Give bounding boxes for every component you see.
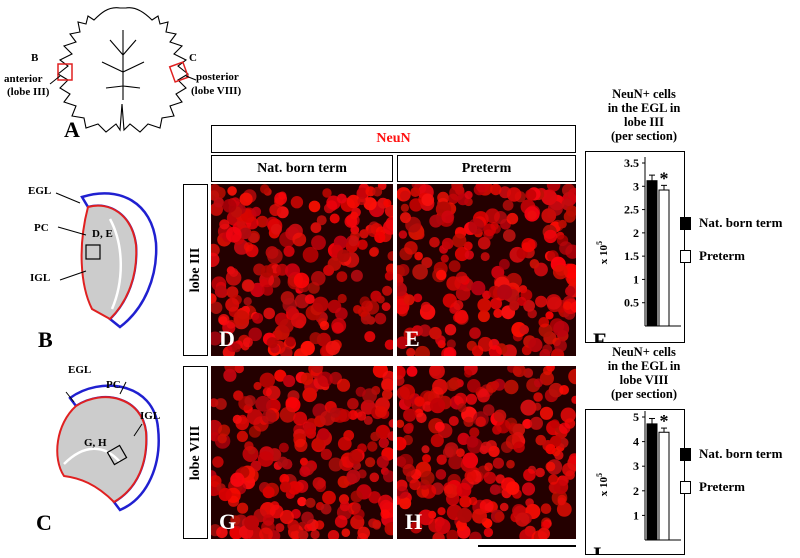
panel-label-e: E <box>405 326 420 351</box>
igl-region <box>80 204 138 321</box>
egl-label-c: EGL <box>68 364 92 376</box>
legend-f-term: Nat. born term <box>680 215 782 231</box>
legend-i-term: Nat. born term <box>680 446 782 462</box>
significance-marker: * <box>660 168 669 188</box>
lobe-iii-caption: (lobe III) <box>7 86 50 98</box>
neun-cells-d <box>211 184 393 356</box>
y-axis-label: x 105 <box>595 241 610 264</box>
y-tick-label: 1 <box>633 508 639 522</box>
igl-label-c: IGL <box>140 410 161 422</box>
panel-label-c: C <box>36 510 52 535</box>
y-tick-label: 1 <box>633 272 639 286</box>
pc-label-b: PC <box>34 222 49 234</box>
y-tick-label: 3 <box>633 459 639 473</box>
chart-panel-label: F <box>593 328 606 343</box>
cell-cluster <box>211 184 393 356</box>
legend-f-preterm: Preterm <box>680 248 745 264</box>
box-c-label: C <box>189 52 197 64</box>
row-label-lobe-iii: lobe III <box>183 184 208 356</box>
significance-marker: * <box>660 411 669 431</box>
igl-label-b: IGL <box>30 272 51 284</box>
panel-label-d: D <box>219 326 235 351</box>
chart-f: 0.5 1 1.5 2 2.5 3 3.5 x 105 * F <box>585 151 685 343</box>
neun-cells-h <box>397 366 576 539</box>
egl-label-b: EGL <box>28 185 52 197</box>
chart-i-title: NeuN+ cells in the EGL in lobe VIII (per… <box>607 345 681 401</box>
chart-frame <box>585 151 685 343</box>
y-tick-label: 1.5 <box>624 249 639 263</box>
y-tick-label: 2.5 <box>624 203 639 217</box>
column-header-term: Nat. born term <box>211 155 393 182</box>
bar-preterm <box>658 189 670 327</box>
y-tick-label: 2 <box>633 226 639 240</box>
cerebellum-outline-diagram <box>57 7 190 133</box>
cell-cluster <box>397 184 576 356</box>
legend-swatch-preterm <box>680 249 691 263</box>
y-tick-label: 0.5 <box>624 296 639 310</box>
y-axis-label: x 105 <box>595 473 610 496</box>
inset-box-b <box>57 63 73 81</box>
panel-label-b: B <box>38 327 53 352</box>
y-tick-label: 3.5 <box>624 156 639 170</box>
stain-header: NeuN <box>211 125 576 153</box>
micrograph-e: E <box>397 184 576 356</box>
legend-swatch-preterm-i <box>680 480 691 494</box>
bar-term <box>646 423 658 541</box>
gh-label: G, H <box>84 437 107 449</box>
legend-i-preterm: Preterm <box>680 479 745 495</box>
inset-box-c <box>168 61 190 83</box>
panel-label-a: A <box>64 117 80 142</box>
y-tick-label: 2 <box>633 484 639 498</box>
y-tick-label: 4 <box>633 435 639 449</box>
lobe-iii-schematic <box>55 192 158 329</box>
legend-swatch-term <box>680 216 691 230</box>
y-tick-label: 5 <box>633 410 639 424</box>
chart-panel-label: I <box>593 542 602 555</box>
lobe-viii-caption: (lobe VIII) <box>191 85 242 97</box>
chart-f-title: NeuN+ cells in the EGL in lobe III (per … <box>607 87 681 143</box>
anterior-posterior-leaders <box>49 75 197 85</box>
inset-box-gh <box>106 444 128 466</box>
scale-bar <box>478 545 576 547</box>
micrograph-h: H <box>397 366 576 539</box>
pc-label-c: PC <box>106 379 121 391</box>
panel-label-h: H <box>405 509 423 534</box>
y-tick-label: 3 <box>633 179 639 193</box>
chart-i: 1 2 3 4 5 x 105 * I <box>585 409 685 555</box>
posterior-label: posterior <box>196 71 239 83</box>
bar-term <box>646 180 658 327</box>
cerebellum-outline <box>57 7 189 133</box>
row-label-lobe-viii: lobe VIII <box>183 366 208 539</box>
legend-swatch-term-i <box>680 447 691 461</box>
box-b-label: B <box>31 52 39 64</box>
cell-cluster <box>211 366 393 539</box>
neun-cells-e <box>397 184 576 356</box>
micrograph-g: G <box>211 366 393 539</box>
lobe-viii-schematic <box>56 381 160 512</box>
bar-preterm <box>658 431 670 541</box>
cell-cluster <box>397 366 576 539</box>
micrograph-d: D <box>211 184 393 356</box>
de-label: D, E <box>92 228 113 240</box>
panel-label-g: G <box>219 509 237 534</box>
inset-box-de <box>85 244 101 260</box>
column-header-preterm: Preterm <box>397 155 576 182</box>
neun-cells-g <box>211 366 393 539</box>
anterior-label: anterior <box>4 73 43 85</box>
